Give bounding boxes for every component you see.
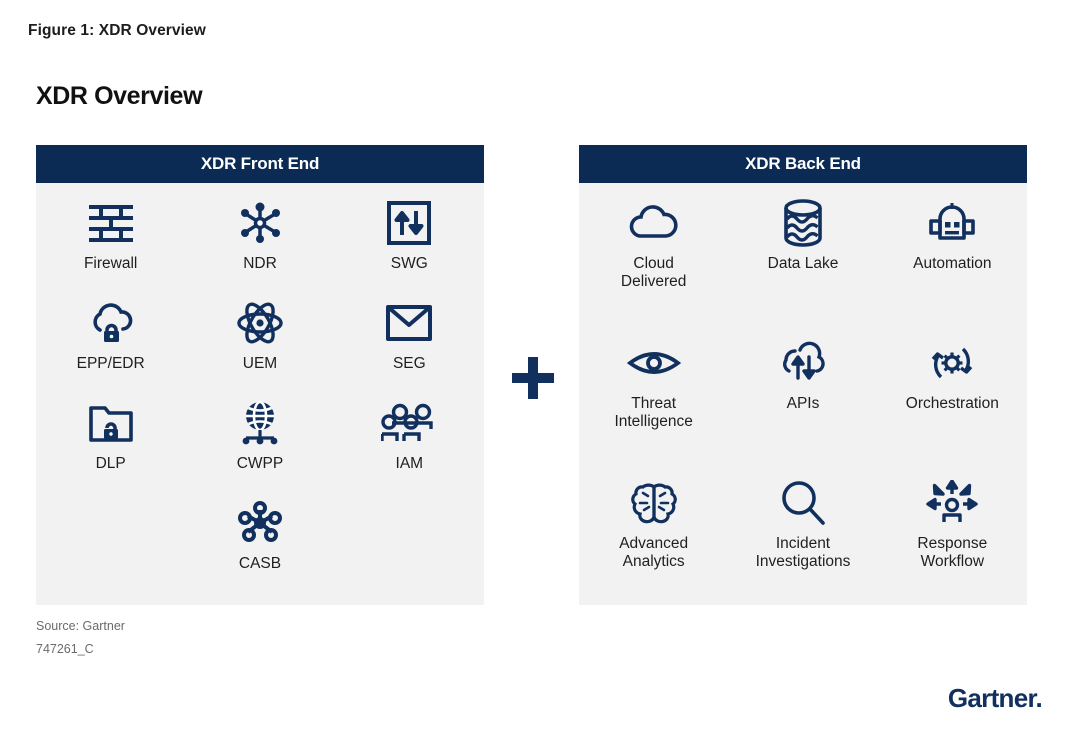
item-apis[interactable]: APIs <box>728 337 877 477</box>
panel-xdr-front-end: XDR Front End Firewall <box>36 145 484 605</box>
item-casb[interactable]: CASB <box>185 497 334 597</box>
item-spacer-right <box>335 497 484 597</box>
page-title: XDR Overview <box>36 82 203 110</box>
item-label: SEG <box>392 355 426 372</box>
item-label: Data Lake <box>767 255 839 272</box>
item-response-workflow[interactable]: Response Workflow <box>878 477 1027 617</box>
brain-icon <box>629 477 679 529</box>
item-label: APIs <box>786 395 820 412</box>
item-firewall[interactable]: Firewall <box>36 197 185 297</box>
item-label: Advanced Analytics <box>619 535 689 570</box>
eye-icon <box>626 337 681 389</box>
item-label: Incident Investigations <box>755 535 851 570</box>
item-label: IAM <box>395 455 424 472</box>
item-threat-intelligence[interactable]: Threat Intelligence <box>579 337 728 477</box>
gartner-logo: Gartner. <box>947 683 1043 714</box>
envelope-icon <box>386 297 433 349</box>
item-automation[interactable]: Automation <box>878 197 1027 337</box>
folder-lock-icon <box>88 397 134 449</box>
gartner-logo-dot: . <box>1035 683 1042 713</box>
item-label: SWG <box>390 255 428 272</box>
hub-spoke-icon <box>237 497 283 549</box>
item-label: DLP <box>95 455 126 472</box>
database-waves-icon <box>782 197 824 249</box>
item-uem[interactable]: UEM <box>185 297 334 397</box>
panel-header-back-end: XDR Back End <box>579 145 1027 183</box>
item-label: Orchestration <box>905 395 999 412</box>
source-note: Source: Gartner <box>36 619 125 633</box>
plus-icon <box>507 352 559 404</box>
atom-icon <box>236 297 284 349</box>
cloud-lock-icon <box>86 297 136 349</box>
robot-icon <box>927 197 977 249</box>
figure-caption: Figure 1: XDR Overview <box>28 22 206 39</box>
item-label: Firewall <box>83 255 138 272</box>
item-incident-investigations[interactable]: Incident Investigations <box>728 477 877 617</box>
item-iam[interactable]: IAM <box>335 397 484 497</box>
document-id: 747261_C <box>36 642 94 656</box>
three-people-icon <box>381 397 437 449</box>
item-label: CASB <box>238 555 282 572</box>
cloud-icon <box>628 197 680 249</box>
item-epp-edr[interactable]: EPP/EDR <box>36 297 185 397</box>
item-label: EPP/EDR <box>76 355 145 372</box>
person-arrows-icon <box>925 477 979 529</box>
item-label: Response Workflow <box>917 535 988 570</box>
gartner-wordmark: Gartner <box>947 683 1036 713</box>
item-orchestration[interactable]: Orchestration <box>878 337 1027 477</box>
brick-wall-icon <box>87 197 135 249</box>
item-label: Automation <box>913 255 992 272</box>
gear-cycle-icon <box>928 337 976 389</box>
panel-header-front-end: XDR Front End <box>36 145 484 183</box>
item-ndr[interactable]: NDR <box>185 197 334 297</box>
panel-body-front-end: Firewall <box>36 183 484 597</box>
item-label: NDR <box>243 255 277 272</box>
item-label: UEM <box>242 355 278 372</box>
network-nodes-icon <box>237 197 283 249</box>
item-dlp[interactable]: DLP <box>36 397 185 497</box>
item-label: Cloud Delivered <box>620 255 687 290</box>
item-cloud-delivered[interactable]: Cloud Delivered <box>579 197 728 337</box>
panel-body-back-end: Cloud Delivered Data Lake <box>579 183 1027 617</box>
item-seg[interactable]: SEG <box>335 297 484 397</box>
magnifier-icon <box>780 477 826 529</box>
item-label: Threat Intelligence <box>614 395 693 430</box>
cloud-arrows-icon <box>779 337 827 389</box>
item-label: CWPP <box>236 455 284 472</box>
panel-xdr-back-end: XDR Back End Cloud Delivered Data Lake <box>579 145 1027 605</box>
arrows-in-box-icon <box>387 197 432 249</box>
globe-network-icon <box>237 397 283 449</box>
item-data-lake[interactable]: Data Lake <box>728 197 877 337</box>
item-cwpp[interactable]: CWPP <box>185 397 334 497</box>
item-swg[interactable]: SWG <box>335 197 484 297</box>
item-spacer-left <box>36 497 185 597</box>
item-advanced-analytics[interactable]: Advanced Analytics <box>579 477 728 617</box>
